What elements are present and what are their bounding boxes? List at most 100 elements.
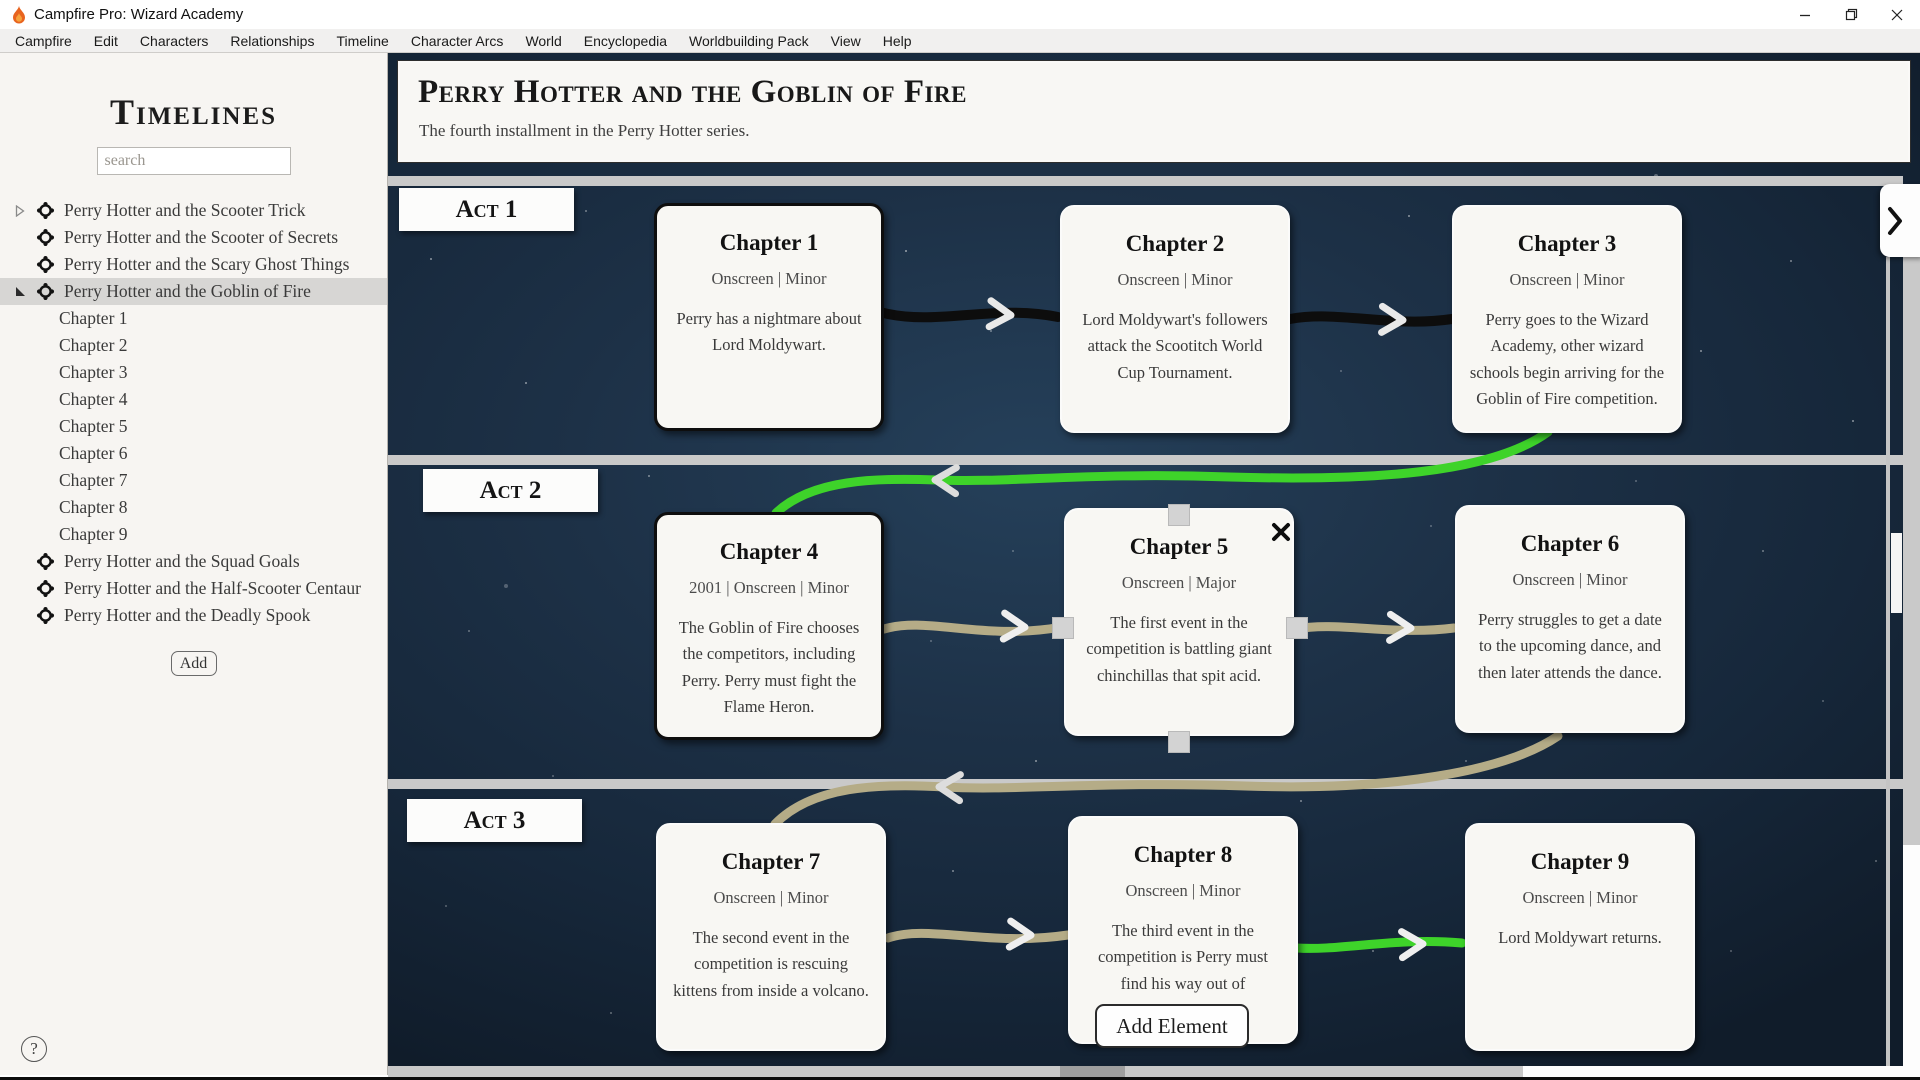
sidebar-item-half-scooter-centaur[interactable]: Perry Hotter and the Half-Scooter Centau… [0,575,387,602]
menu-worldbuilding-pack[interactable]: Worldbuilding Pack [689,32,809,49]
close-button[interactable] [1874,0,1920,29]
timeline-header: Perry Hotter and the Goblin of Fire The … [397,60,1911,163]
horizontal-scrollbar[interactable] [388,1066,1523,1077]
sidebar-chapter-1[interactable]: Chapter 1 [59,308,128,328]
sidebar-chapter-6[interactable]: Chapter 6 [59,443,128,463]
event-card-chapter-1[interactable]: Chapter 1 Onscreen | Minor Perry has a n… [654,203,884,431]
minimize-button[interactable] [1782,0,1828,29]
menu-encyclopedia[interactable]: Encyclopedia [583,32,668,49]
event-title: Chapter 6 [1520,531,1620,556]
gear-icon [36,201,56,220]
gear-icon [36,282,56,301]
event-description: Lord Moldywart's followers attack the Sc… [1082,310,1268,382]
event-meta: Onscreen | Minor [713,888,829,907]
collapse-panel-button[interactable] [1880,184,1920,257]
outer-vertical-scrollbar-lower [1903,845,1920,1066]
panel-edge-line [1886,257,1890,1066]
act-2-label: Act 2 [423,469,598,512]
sidebar-item-goblin-of-fire[interactable]: Perry Hotter and the Goblin of Fire [0,278,387,305]
event-title: Chapter 9 [1530,849,1630,874]
outer-vertical-scrollbar[interactable] [1903,257,1920,845]
event-card-chapter-2[interactable]: Chapter 2 Onscreen | Minor Lord Moldywar… [1060,205,1290,433]
event-description: The second event in the competition is r… [673,928,869,1000]
sidebar-item-scary-ghost-things[interactable]: Perry Hotter and the Scary Ghost Things [0,251,387,278]
event-description: Lord Moldywart returns. [1498,928,1662,947]
sidebar-item-label: Perry Hotter and the Scooter Trick [64,200,306,220]
chevron-right-icon [1888,206,1902,235]
event-title: Chapter 5 [1129,534,1229,559]
timelines-sidebar: Timelines Perry Hotter and the Scooter T… [0,53,388,1075]
event-card-chapter-3[interactable]: Chapter 3 Onscreen | Minor Perry goes to… [1452,205,1682,433]
menu-view[interactable]: View [830,32,861,49]
sidebar-chapter-7[interactable]: Chapter 7 [59,470,128,490]
sidebar-chapter-8[interactable]: Chapter 8 [59,497,128,517]
resize-handle-bottom[interactable] [1168,731,1190,753]
sidebar-item-scooter-of-secrets[interactable]: Perry Hotter and the Scooter of Secrets [0,224,387,251]
sidebar-item-squad-goals[interactable]: Perry Hotter and the Squad Goals [0,548,387,575]
gear-icon [36,255,56,274]
event-meta: Onscreen | Minor [1512,570,1628,589]
sidebar-item-label: Perry Hotter and the Scary Ghost Things [64,254,350,274]
sidebar-chapter-9[interactable]: Chapter 9 [59,524,128,544]
timeline-tree: Perry Hotter and the Scooter Trick Perry… [0,197,387,629]
menu-timeline[interactable]: Timeline [336,32,389,49]
menu-characters[interactable]: Characters [139,32,209,49]
event-card-chapter-6[interactable]: Chapter 6 Onscreen | Minor Perry struggl… [1455,505,1685,733]
help-button[interactable]: ? [21,1036,47,1062]
sidebar-item-scooter-trick[interactable]: Perry Hotter and the Scooter Trick [0,197,387,224]
menu-help[interactable]: Help [882,32,912,49]
event-card-chapter-5[interactable]: Chapter 5 Onscreen | Major The first eve… [1064,508,1294,736]
menu-edit[interactable]: Edit [93,32,118,49]
restore-button[interactable] [1828,0,1874,29]
event-meta: Onscreen | Minor [1117,270,1233,289]
search-input[interactable] [96,147,291,175]
sidebar-chapter-4[interactable]: Chapter 4 [59,389,128,409]
sidebar-chapter-2[interactable]: Chapter 2 [59,335,128,355]
event-card-chapter-9[interactable]: Chapter 9 Onscreen | Minor Lord Moldywar… [1465,823,1695,1051]
sidebar-item-label: Perry Hotter and the Deadly Spook [64,605,311,625]
event-card-chapter-4[interactable]: Chapter 4 2001 | Onscreen | Minor The Go… [654,512,884,740]
event-title: Chapter 8 [1133,842,1233,867]
event-description: Perry has a nightmare about Lord Moldywa… [676,309,862,355]
gear-icon [36,228,56,247]
question-mark-icon: ? [30,1039,38,1058]
menu-bar: Campfire Edit Characters Relationships T… [0,29,1920,53]
add-timeline-button[interactable]: Add [170,651,217,676]
gear-icon [36,552,56,571]
sidebar-item-deadly-spook[interactable]: Perry Hotter and the Deadly Spook [0,602,387,629]
sidebar-item-label: Perry Hotter and the Half-Scooter Centau… [64,578,361,598]
resize-handle-right[interactable] [1286,617,1308,639]
sidebar-item-label: Perry Hotter and the Squad Goals [64,551,300,571]
event-title: Chapter 7 [721,849,821,874]
flame-icon [12,5,26,24]
event-description: The first event in the competition is ba… [1086,613,1272,685]
event-card-chapter-7[interactable]: Chapter 7 Onscreen | Minor The second ev… [656,823,886,1051]
event-description: The Goblin of Fire chooses the competito… [678,618,860,717]
sidebar-chapter-3[interactable]: Chapter 3 [59,362,128,382]
event-title: Chapter 4 [719,539,819,564]
window-title: Campfire Pro: Wizard Academy [34,6,244,23]
resize-handle-top[interactable] [1168,504,1190,526]
sidebar-chapter-5[interactable]: Chapter 5 [59,416,128,436]
vertical-scrollbar-thumb[interactable] [1891,533,1902,613]
horizontal-scrollbar-thumb[interactable] [1060,1066,1125,1077]
menu-campfire[interactable]: Campfire [15,32,72,49]
add-element-button[interactable]: Add Element [1095,1004,1249,1048]
menu-character-arcs[interactable]: Character Arcs [410,32,504,49]
window-bottom-edge [0,1077,1920,1080]
triangle-expanded-icon[interactable] [10,286,30,297]
horizontal-scrollbar-gutter [1523,1066,1920,1077]
act-divider [388,176,1903,186]
menu-world[interactable]: World [525,32,562,49]
event-meta: 2001 | Onscreen | Minor [689,578,849,597]
event-close-button[interactable] [1270,521,1292,543]
resize-handle-left[interactable] [1052,617,1074,639]
triangle-right-icon[interactable] [10,204,30,217]
menu-relationships[interactable]: Relationships [230,32,315,49]
act-3-label: Act 3 [407,799,582,842]
event-title: Chapter 3 [1517,231,1617,256]
event-title: Chapter 1 [719,230,819,255]
event-meta: Onscreen | Minor [1522,888,1638,907]
act-divider [388,455,1903,465]
